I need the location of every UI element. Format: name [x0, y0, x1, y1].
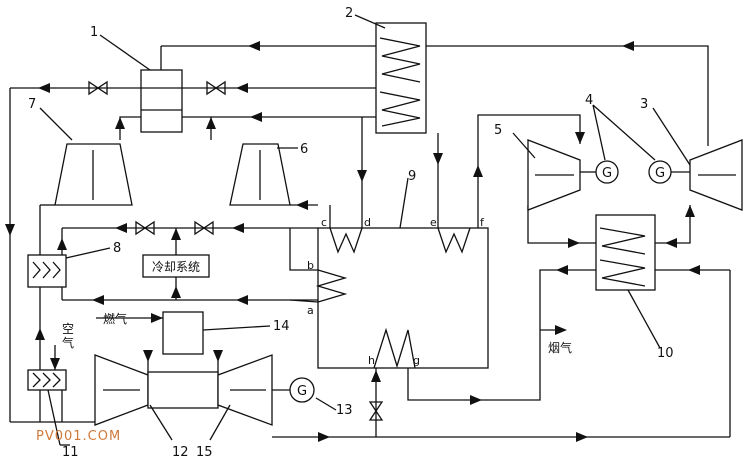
valve-icon — [135, 220, 155, 236]
svg-text:5: 5 — [494, 123, 502, 138]
watermark: PV001.COM — [36, 429, 121, 444]
air-label-2: 气 — [62, 335, 74, 350]
generator-4a-icon — [595, 160, 619, 184]
svg-text:2: 2 — [345, 6, 353, 21]
svg-text:9: 9 — [408, 169, 416, 184]
fuel-gas-label: 燃气 — [103, 311, 127, 326]
generator-13-icon — [289, 377, 315, 403]
valve-icon — [88, 80, 108, 96]
svg-text:f: f — [480, 216, 485, 229]
svg-text:15: 15 — [196, 445, 213, 460]
svg-text:7: 7 — [28, 97, 36, 112]
flue-gas-label: 烟气 — [548, 340, 572, 355]
air-label-1: 空 — [62, 322, 74, 336]
svg-text:a: a — [307, 304, 314, 317]
component-1-box — [140, 69, 183, 133]
svg-text:12: 12 — [172, 445, 189, 460]
svg-text:1: 1 — [90, 25, 98, 40]
svg-text:8: 8 — [113, 241, 121, 256]
svg-text:b: b — [307, 259, 314, 272]
cooling-system-label: 冷却系统 — [152, 260, 200, 274]
component-14-combustor — [162, 311, 204, 355]
svg-text:d: d — [364, 216, 371, 229]
svg-text:3: 3 — [640, 97, 648, 112]
svg-text:14: 14 — [273, 319, 290, 334]
svg-text:10: 10 — [657, 346, 674, 361]
svg-text:G: G — [602, 166, 612, 181]
svg-text:13: 13 — [336, 403, 353, 418]
svg-text:e: e — [430, 216, 437, 229]
svg-text:G: G — [297, 384, 307, 399]
svg-text:4: 4 — [585, 93, 593, 108]
valve-icon — [206, 80, 226, 96]
valve-icon — [194, 220, 214, 236]
svg-text:G: G — [655, 166, 665, 181]
svg-text:h: h — [368, 354, 375, 367]
svg-text:6: 6 — [300, 142, 308, 157]
svg-text:11: 11 — [62, 445, 79, 460]
valve-icon — [368, 401, 384, 421]
component-11-preheater — [27, 369, 67, 391]
svg-text:c: c — [321, 216, 327, 229]
svg-text:g: g — [413, 354, 420, 367]
turbine-shaft — [147, 371, 219, 409]
component-8-exchanger — [27, 254, 67, 288]
